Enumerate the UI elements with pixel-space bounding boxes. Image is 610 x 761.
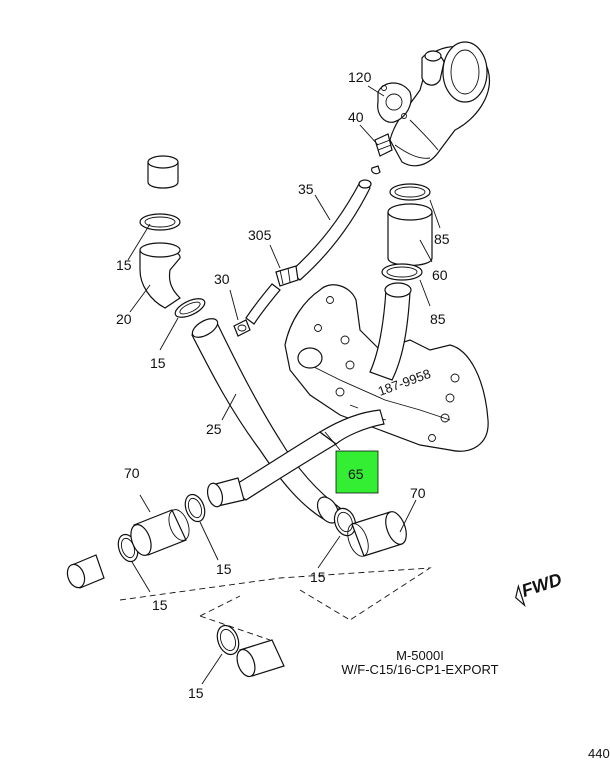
callout-15-a[interactable]: 15: [152, 597, 168, 613]
leader-lines: [127, 85, 441, 685]
tube-end-left: [206, 477, 245, 508]
callout-15-top[interactable]: 15: [116, 257, 132, 273]
hose-35: [289, 179, 372, 281]
fitting-40: [371, 133, 393, 175]
caption-model: M-5000I: [396, 648, 444, 663]
cap-lower-left: [66, 554, 105, 589]
seal-15-mid: [174, 298, 206, 318]
callout-65[interactable]: 65: [348, 466, 364, 482]
seal-15-right: [333, 507, 357, 537]
cap-bottom: [236, 639, 285, 678]
callout-305[interactable]: 305: [248, 227, 272, 243]
callout-15-bottom[interactable]: 15: [188, 685, 204, 701]
fwd-arrow-icon: [515, 584, 526, 608]
fitting-30: [233, 319, 251, 337]
callout-25[interactable]: 25: [206, 421, 222, 437]
seal-15-left-b: [184, 493, 206, 523]
caption-variant: W/F-C15/16-CP1-EXPORT: [341, 662, 498, 677]
callout-40[interactable]: 40: [348, 109, 364, 125]
callout-15-b[interactable]: 15: [216, 561, 232, 577]
water-tube-upper: [369, 282, 412, 381]
seal-85-bottom: [381, 263, 423, 281]
alignment-lines: [119, 567, 432, 641]
fwd-indicator: FWD: [515, 569, 564, 608]
callout-15-mid[interactable]: 15: [150, 355, 166, 371]
seal-85-top: [389, 183, 431, 201]
callout-70-right[interactable]: 70: [410, 485, 426, 501]
highlight-box-65[interactable]: [335, 450, 379, 494]
callout-85-bottom[interactable]: 85: [430, 311, 446, 327]
seal-15-top: [139, 213, 181, 231]
clamp-305: [275, 265, 299, 287]
elbow-20: [139, 242, 181, 309]
callout-60[interactable]: 60: [432, 267, 448, 283]
callout-15-c[interactable]: 15: [310, 569, 326, 585]
sleeve-60: [387, 203, 433, 267]
callout-85-top[interactable]: 85: [434, 231, 450, 247]
hose-lower-segment: [245, 283, 281, 325]
callout-70-left[interactable]: 70: [124, 465, 140, 481]
callout-120[interactable]: 120: [348, 69, 372, 85]
callout-30[interactable]: 30: [214, 271, 230, 287]
callout-20[interactable]: 20: [116, 311, 132, 327]
corner-ref: 440: [588, 746, 610, 761]
sleeve-70-left: [130, 509, 190, 556]
water-tube-25: [191, 318, 385, 521]
seal-15-bottom: [216, 624, 240, 656]
fwd-label: FWD: [519, 569, 564, 601]
elbow-housing: [389, 41, 490, 167]
callout-35[interactable]: 35: [298, 181, 314, 197]
gasket-120: [377, 82, 412, 123]
cap-top-left: [147, 155, 179, 189]
sleeve-70-right: [347, 511, 407, 557]
